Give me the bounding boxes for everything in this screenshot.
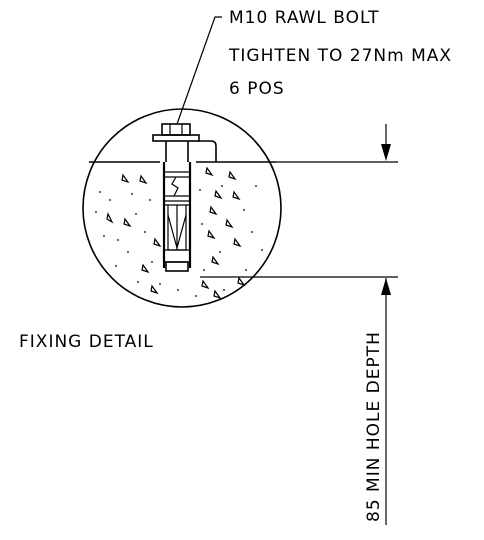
rawl-bolt — [152, 123, 200, 272]
fixture-plate-edge — [198, 140, 217, 162]
callout-leader — [176, 16, 222, 125]
dimension-bottom-arrow — [381, 278, 391, 525]
concrete-speckle — [95, 185, 263, 297]
callout-line-2: TIGHTEN TO 27Nm MAX — [228, 46, 452, 66]
callout-line-3: 6 POS — [229, 79, 285, 99]
detail-title: FIXING DETAIL — [19, 332, 154, 352]
concrete-aggregate — [106, 166, 246, 300]
callout-line-1: M10 RAWL BOLT — [229, 8, 379, 28]
dimension-top-arrow — [381, 124, 391, 161]
dimension-label: 85 MIN HOLE DEPTH — [364, 331, 384, 522]
